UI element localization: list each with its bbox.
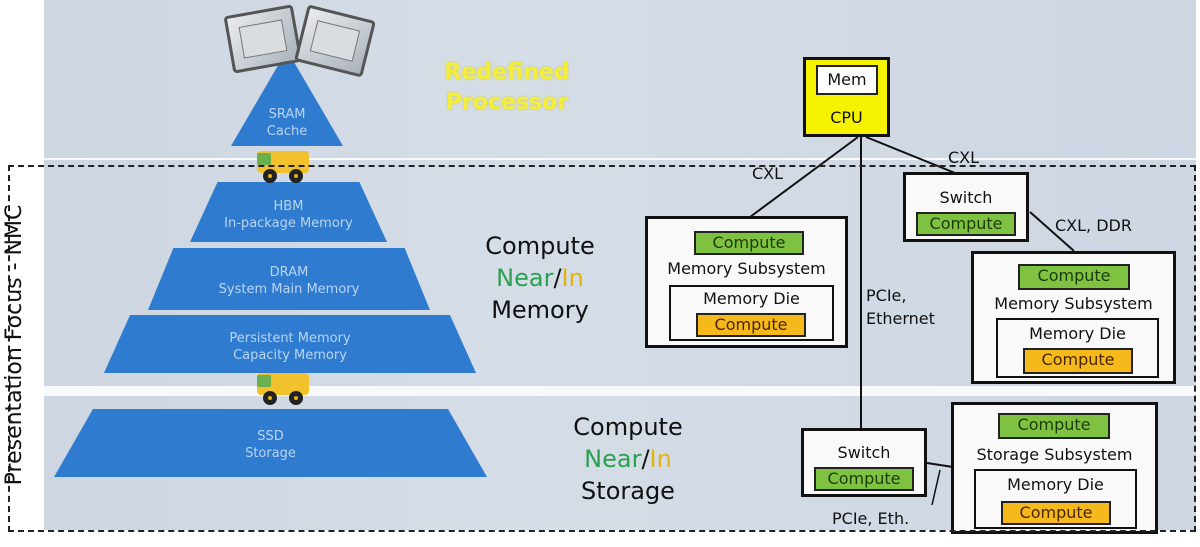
pcie-eth-label: PCIe, Eth. (832, 509, 910, 528)
pyramid-ssd (54, 409, 487, 477)
switch-box-bottom[interactable]: Switch Compute (801, 428, 927, 497)
compute-near-in-storage-title: Compute Near/In Storage (553, 411, 703, 507)
memory-subsystem-label: Memory Subsystem (994, 294, 1153, 313)
cxl-label-left: CXL (752, 164, 784, 183)
cpu-label: CPU (830, 108, 863, 127)
slash-text: / (553, 264, 562, 292)
ethernet-line: Ethernet (866, 309, 935, 328)
compute-block[interactable]: Compute (1023, 348, 1133, 374)
pyramid-ssd-label: SSD Storage (54, 428, 487, 462)
memory-subsystem-right[interactable]: Compute Memory Subsystem Memory Die Comp… (971, 251, 1176, 384)
memory-die-label: Memory Die (1029, 324, 1126, 343)
compute-block[interactable]: Compute (916, 212, 1016, 236)
title-line3: Storage (581, 477, 675, 505)
switch-label: Switch (939, 188, 993, 207)
slash-text: / (641, 445, 650, 473)
sram-line1: SRAM (268, 107, 306, 122)
data-truck-icon (255, 371, 311, 407)
cpu-chip-icon (223, 4, 303, 74)
cxl-ddr-label: CXL, DDR (1055, 216, 1132, 235)
presentation-focus-label: Presentation Focus - NMC (2, 204, 27, 486)
cpu-mem-box[interactable]: Mem (816, 65, 878, 95)
storage-subsystem-label: Storage Subsystem (976, 445, 1133, 464)
near-text: Near (496, 264, 554, 292)
memory-die-box[interactable]: Memory Die Compute (996, 318, 1159, 378)
ssd-line1: SSD (257, 429, 284, 444)
pyramid-hbm-label: HBM In-package Memory (190, 198, 387, 232)
pcie-ethernet-label: PCIe, Ethernet (866, 286, 935, 329)
in-text: In (561, 264, 584, 292)
cxl-label-right: CXL (948, 148, 980, 167)
title-line1: Compute (573, 413, 683, 441)
pyramid-hbm (190, 182, 387, 242)
in-text: In (649, 445, 672, 473)
memory-subsystem-label: Memory Subsystem (667, 259, 826, 278)
hbm-line2: In-package Memory (224, 216, 353, 231)
compute-block[interactable]: Compute (1001, 501, 1111, 525)
switch-box-top[interactable]: Switch Compute (903, 172, 1029, 242)
ssd-line2: Storage (245, 446, 296, 461)
pyramid-persistent-memory (104, 315, 476, 373)
memory-die-label: Memory Die (703, 289, 800, 308)
sram-line2: Cache (266, 124, 308, 139)
compute-block[interactable]: Compute (1018, 264, 1130, 290)
pyramid-dram (148, 248, 430, 310)
compute-block[interactable]: Compute (998, 413, 1110, 439)
tier-divider (44, 386, 1196, 396)
data-truck-icon (255, 149, 311, 185)
cpu-box[interactable]: Mem CPU (803, 57, 890, 137)
title-line3: Memory (491, 296, 589, 324)
storage-subsystem[interactable]: Compute Storage Subsystem Memory Die Com… (951, 402, 1158, 534)
memory-die-box[interactable]: Memory Die Compute (669, 285, 834, 341)
redefined-processor-title: Redefined Processor (432, 58, 582, 118)
title-line2: Near/In (465, 262, 615, 294)
pmem-line1: Persistent Memory (229, 331, 351, 346)
compute-block[interactable]: Compute (694, 231, 804, 255)
memory-subsystem-left[interactable]: Compute Memory Subsystem Memory Die Comp… (645, 216, 848, 348)
title-line2: Processor (445, 90, 569, 115)
hbm-line1: HBM (273, 199, 304, 214)
memory-die-box[interactable]: Memory Die Compute (974, 469, 1137, 529)
dram-line1: DRAM (269, 265, 309, 280)
dram-line2: System Main Memory (218, 282, 360, 297)
compute-block[interactable]: Compute (814, 467, 914, 491)
pyramid-persistent-label: Persistent Memory Capacity Memory (104, 330, 476, 364)
pyramid-sram-label: SRAM Cache (231, 106, 343, 140)
compute-block[interactable]: Compute (696, 313, 806, 337)
compute-near-in-memory-title: Compute Near/In Memory (465, 230, 615, 326)
near-text: Near (584, 445, 642, 473)
processor-tier-band (44, 0, 1196, 158)
switch-label: Switch (837, 443, 891, 462)
title-line1: Compute (485, 232, 595, 260)
pmem-line2: Capacity Memory (233, 348, 347, 363)
title-line2: Near/In (553, 443, 703, 475)
pyramid-dram-label: DRAM System Main Memory (148, 264, 430, 298)
pcie-line: PCIe, (866, 286, 907, 305)
title-line1: Redefined (444, 60, 570, 85)
memory-die-label: Memory Die (1007, 475, 1104, 494)
